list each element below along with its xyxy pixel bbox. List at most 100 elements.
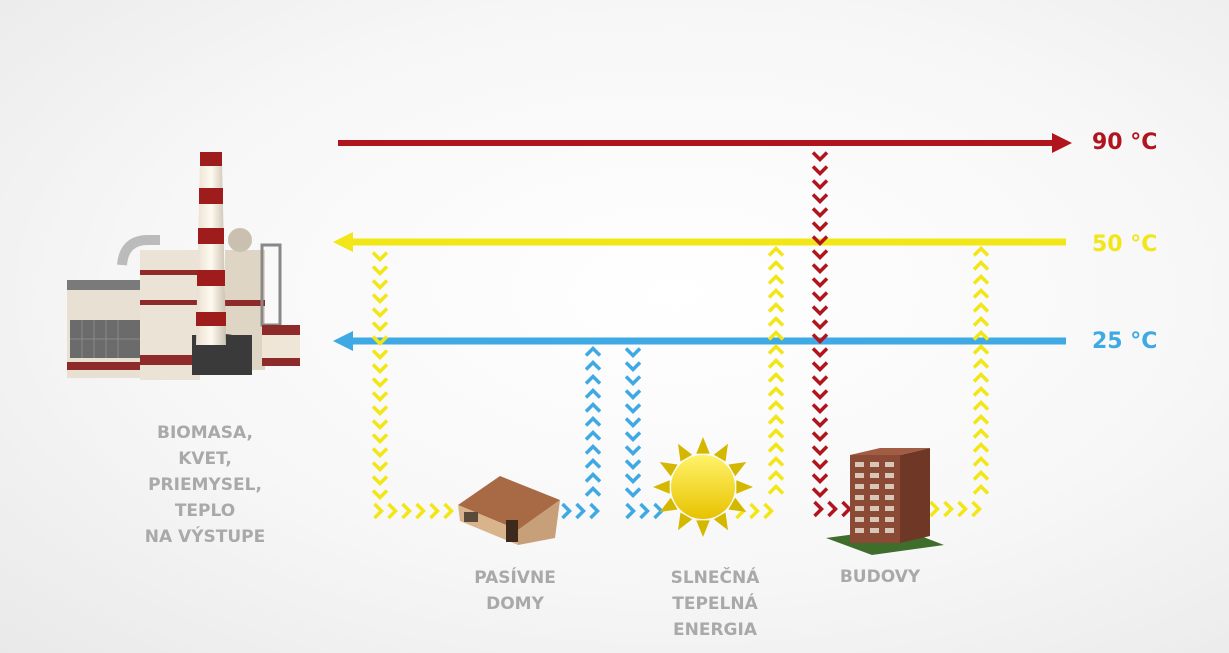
flow-mid-up-from-buildings-chevron [972, 372, 990, 383]
flow-mid-up-from-buildings-chevron [972, 288, 990, 299]
flow-houses-out-cold-chevron [561, 502, 572, 520]
sun-ray [728, 462, 747, 477]
flow-hot-into-buildings [813, 500, 852, 518]
sun-ray [713, 443, 728, 462]
flow-cold-up-from-houses-chevron [584, 472, 602, 483]
flow-hot-to-buildings-chevron [811, 361, 829, 372]
flow-mid-up-from-buildings-chevron [972, 260, 990, 271]
building-window [855, 495, 864, 500]
building-window [855, 506, 864, 511]
apartment-building-icon [826, 448, 944, 555]
source-label: BIOMASA, KVET, PRIEMYSEL, TEPLO NA VÝSTU… [144, 423, 266, 547]
flow-hot-to-buildings-chevron [811, 417, 829, 428]
flow-mid-up-from-buildings-chevron [972, 484, 990, 495]
flow-mid-up-from-solar-chevron [767, 400, 785, 411]
flow-cold-to-solar-chevron [624, 347, 642, 358]
flow-mid-to-houses-chevron [371, 377, 389, 388]
flow-hot-to-buildings-chevron [811, 375, 829, 386]
flow-hot-to-buildings [811, 151, 829, 498]
flow-mid-up-from-buildings-chevron [972, 302, 990, 313]
flow-mid-up-from-buildings-chevron [972, 316, 990, 327]
temp-label-mid: 50 °C [1092, 232, 1158, 257]
flow-hot-to-buildings-chevron [811, 459, 829, 470]
flow-buildings-out-mid-chevron [929, 500, 940, 518]
flow-mid-up-from-buildings [972, 246, 990, 495]
flow-mid-up-from-solar-chevron [767, 414, 785, 425]
flow-cold-to-solar-chevron [624, 431, 642, 442]
building-window [855, 462, 864, 467]
flow-cold-up-from-houses-chevron [584, 360, 602, 371]
flow-mid-up-from-buildings-chevron [972, 414, 990, 425]
flow-houses-out-cold-chevron [575, 502, 586, 520]
flow-cold-up-from-houses-chevron [584, 458, 602, 469]
sun-ray [678, 512, 693, 531]
flow-mid-to-houses-chevron [371, 419, 389, 430]
flow-cold-to-solar-chevron [624, 361, 642, 372]
flow-mid-to-houses-chevron [371, 489, 389, 500]
flow-mid-up-from-buildings-chevron [972, 470, 990, 481]
flow-hot-to-buildings-chevron [811, 431, 829, 442]
flow-cold-to-solar-chevron [624, 459, 642, 470]
sun-icon [653, 437, 753, 537]
flow-hot-to-buildings-chevron [811, 221, 829, 232]
flow-mid-to-houses-chevron [371, 349, 389, 360]
flow-hot-to-buildings-chevron [811, 263, 829, 274]
flow-hot-to-buildings-chevron [811, 403, 829, 414]
mid-pipe [333, 232, 1066, 252]
flow-mid-up-from-solar-chevron [767, 470, 785, 481]
flow-hot-to-buildings-chevron [811, 193, 829, 204]
flow-cold-up-from-houses-chevron [584, 416, 602, 427]
sun-ray [713, 512, 728, 531]
flow-hot-to-buildings-chevron [811, 473, 829, 484]
factory-icon [67, 152, 300, 380]
building-window [885, 473, 894, 478]
flow-cold-up-from-houses-chevron [584, 402, 602, 413]
flow-mid-to-houses [371, 251, 389, 500]
flow-mid-up-from-buildings-chevron [972, 344, 990, 355]
flow-hot-to-buildings-chevron [811, 333, 829, 344]
flow-mid-into-houses-chevron [387, 502, 398, 520]
building-window [870, 484, 879, 489]
flow-mid-to-houses-chevron [371, 265, 389, 276]
flow-mid-into-houses [373, 502, 454, 520]
flow-mid-up-from-buildings-chevron [972, 358, 990, 369]
flow-mid-to-houses-chevron [371, 293, 389, 304]
flow-cold-to-solar-chevron [624, 473, 642, 484]
building-window [870, 528, 879, 533]
flow-hot-to-buildings-chevron [811, 249, 829, 260]
flow-houses-out-cold-chevron [589, 502, 600, 520]
flow-mid-up-from-buildings-chevron [972, 386, 990, 397]
flow-houses-out-cold [561, 502, 600, 520]
building-window [855, 473, 864, 478]
building-window [855, 484, 864, 489]
flow-hot-into-buildings-chevron [813, 500, 824, 518]
flow-hot-to-buildings-chevron [811, 319, 829, 330]
flow-cold-to-solar-chevron [624, 389, 642, 400]
flow-mid-up-from-solar-chevron [767, 274, 785, 285]
building-window [870, 473, 879, 478]
buildings-label: BUDOVY [839, 567, 921, 587]
flow-mid-into-houses-chevron [373, 502, 384, 520]
flow-mid-up-from-solar-chevron [767, 246, 785, 257]
flow-cold-to-solar-chevron [624, 445, 642, 456]
temp-label-cold: 25 °C [1092, 329, 1158, 354]
flow-cold-to-solar-chevron [624, 375, 642, 386]
flow-hot-to-buildings-chevron [811, 389, 829, 400]
flow-mid-up-from-buildings-chevron [972, 400, 990, 411]
flow-cold-to-solar [624, 347, 642, 498]
flow-mid-to-houses-chevron [371, 447, 389, 458]
flow-chevrons [371, 151, 990, 520]
flow-hot-to-buildings-chevron [811, 207, 829, 218]
flow-cold-into-solar [625, 502, 664, 520]
flow-cold-up-from-houses-chevron [584, 430, 602, 441]
sun-ray [696, 520, 710, 537]
flow-hot-to-buildings-chevron [811, 277, 829, 288]
flow-cold-to-solar-chevron [624, 417, 642, 428]
flow-mid-to-houses-chevron [371, 321, 389, 332]
flow-hot-to-buildings-chevron [811, 305, 829, 316]
flow-mid-up-from-solar-chevron [767, 442, 785, 453]
flow-mid-up-from-solar-chevron [767, 456, 785, 467]
flow-mid-up-from-buildings-chevron [972, 456, 990, 467]
building-window [885, 528, 894, 533]
